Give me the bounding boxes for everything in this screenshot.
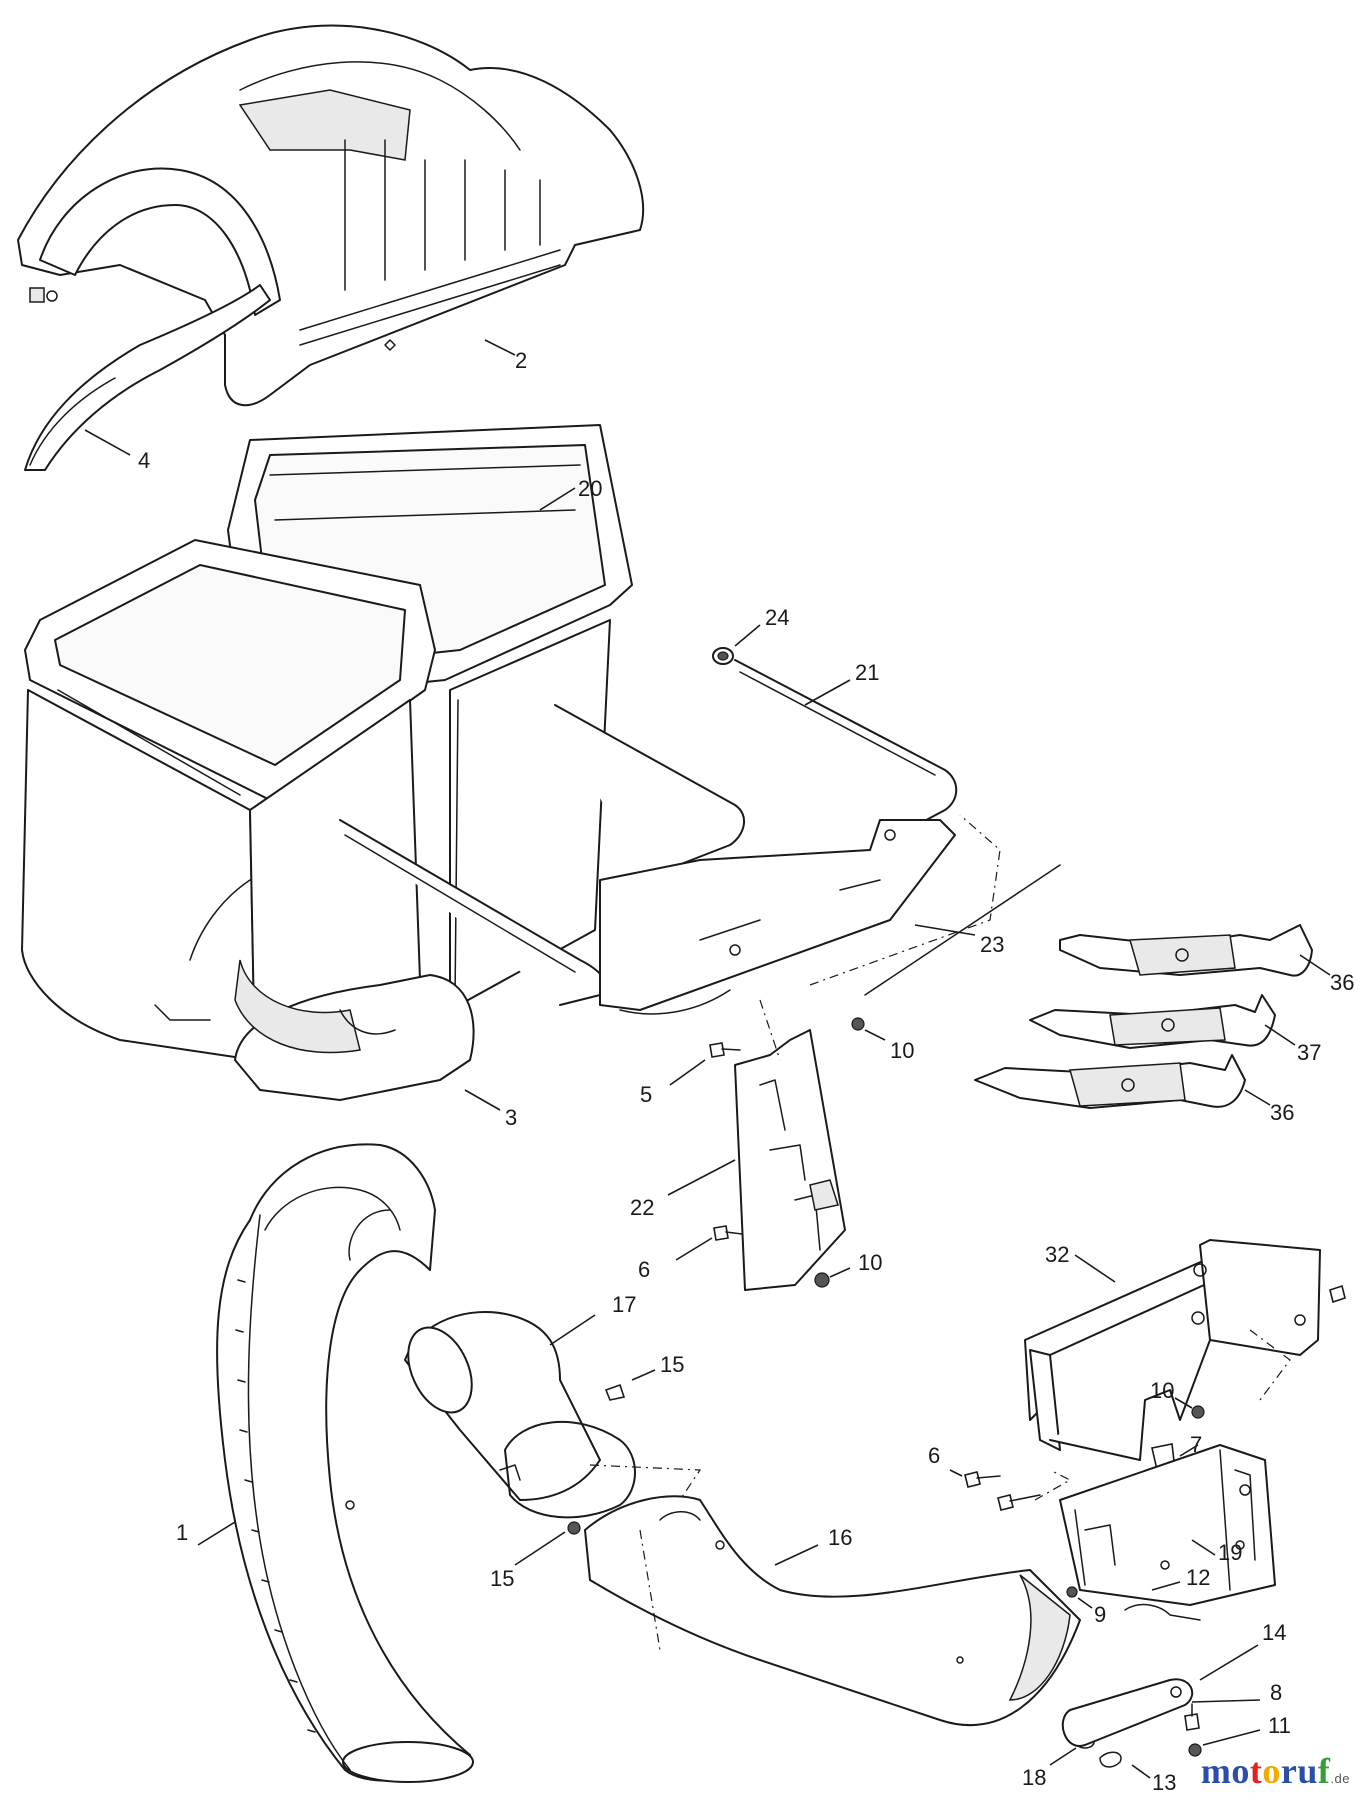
- callout-9: 9: [1094, 1602, 1106, 1627]
- mount-bracket: [734, 999, 846, 1291]
- callout-6-middle: 6: [638, 1257, 650, 1282]
- callout-14: 14: [1262, 1620, 1286, 1645]
- blade-middle: [1029, 994, 1276, 1049]
- support-frame: [339, 659, 958, 1015]
- callout-19: 19: [1218, 1540, 1242, 1565]
- callout-1: 1: [176, 1520, 188, 1545]
- watermark-letter: u: [1297, 1751, 1318, 1791]
- rear-flap: [24, 284, 271, 471]
- callout-17: 17: [612, 1292, 636, 1317]
- blade-upper: [1059, 924, 1313, 977]
- callout-22: 22: [630, 1195, 654, 1220]
- chute-adapter: [154, 879, 475, 1101]
- callout-15-upper: 15: [660, 1352, 684, 1377]
- tube-cap: [712, 647, 734, 665]
- rod: [809, 814, 1061, 996]
- hitch-bracket-lower: [1034, 1444, 1276, 1621]
- callout-13: 13: [1152, 1770, 1176, 1795]
- watermark-letter: t: [1249, 1751, 1263, 1791]
- callout-20: 20: [578, 476, 602, 501]
- callout-16: 16: [828, 1525, 852, 1550]
- callout-7: 7: [1190, 1432, 1202, 1457]
- callout-10-upper: 10: [890, 1038, 914, 1063]
- callout-10-lower: 10: [1150, 1378, 1174, 1403]
- watermark-letter: f: [1317, 1751, 1331, 1791]
- callout-10-middle: 10: [858, 1250, 882, 1275]
- blade-lower: [974, 1054, 1246, 1109]
- callout-23: 23: [980, 932, 1004, 957]
- callout-24: 24: [765, 605, 789, 630]
- watermark-letter: m: [1200, 1751, 1232, 1791]
- callout-21: 21: [855, 660, 879, 685]
- callout-32: 32: [1045, 1242, 1069, 1267]
- callout-36-lower: 36: [1270, 1100, 1294, 1125]
- callout-2: 2: [515, 348, 527, 373]
- tube-clamp: [404, 1311, 702, 1519]
- callout-15-lower: 15: [490, 1566, 514, 1591]
- leader-lines: [84, 339, 1331, 1779]
- callout-12: 12: [1186, 1565, 1210, 1590]
- callout-37: 37: [1297, 1040, 1321, 1065]
- discharge-tube: [216, 1143, 474, 1783]
- callout-18: 18: [1022, 1765, 1046, 1790]
- bagger-cover: [17, 24, 645, 407]
- watermark-letter: r: [1280, 1751, 1298, 1791]
- link-bar: [1061, 1678, 1194, 1747]
- callouts: 2 4 20 24 21 23 36 37 36 10 5 3 22 10 6 …: [138, 348, 1354, 1795]
- watermark-letter: o: [1231, 1751, 1250, 1791]
- callout-11: 11: [1268, 1713, 1291, 1738]
- callout-36-upper: 36: [1330, 970, 1354, 995]
- callout-8: 8: [1270, 1680, 1282, 1705]
- watermark-letters: motoruf: [1201, 1751, 1331, 1791]
- motoruf-watermark: motoruf.de: [1201, 1750, 1350, 1792]
- callout-4: 4: [138, 448, 150, 473]
- watermark-letter: o: [1262, 1751, 1281, 1791]
- hitch-bracket-upper: [1024, 1239, 1321, 1461]
- callout-6-lower: 6: [928, 1443, 940, 1468]
- lower-chute: [584, 1495, 1081, 1726]
- watermark-tld: .de: [1330, 1771, 1350, 1786]
- callout-5: 5: [640, 1082, 652, 1107]
- callout-3: 3: [505, 1105, 517, 1130]
